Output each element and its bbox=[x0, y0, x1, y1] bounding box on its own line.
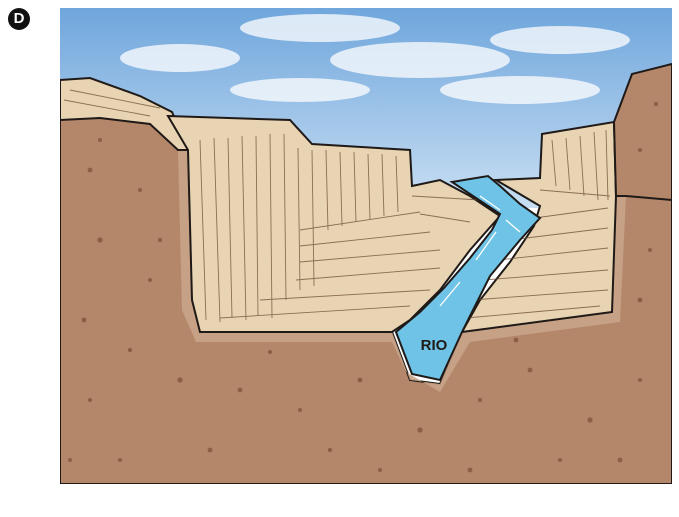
panel-letter-badge: D bbox=[8, 8, 30, 30]
river-label: RIO bbox=[421, 337, 448, 354]
